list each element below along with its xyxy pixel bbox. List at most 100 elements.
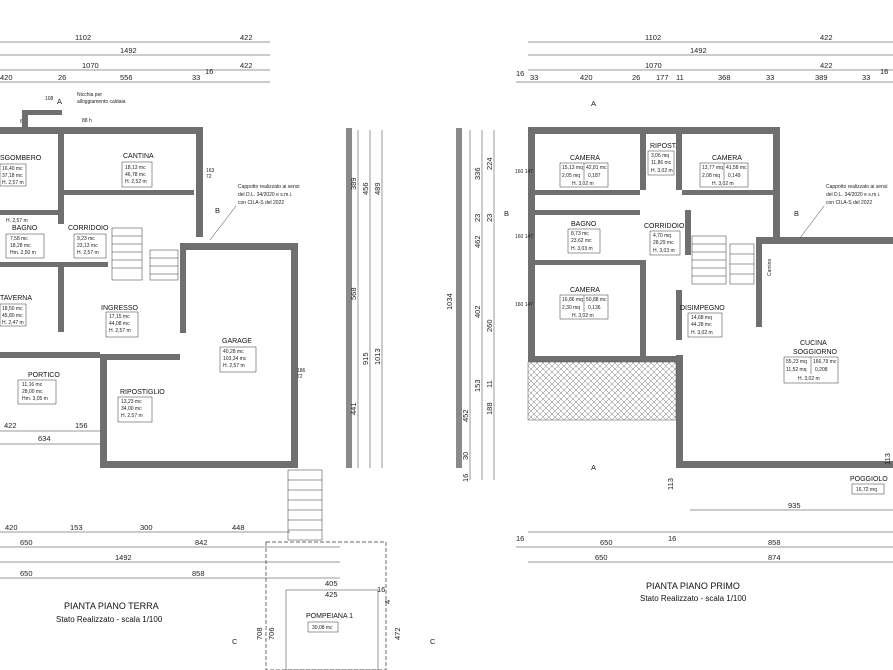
ground-outside-stairs <box>287 469 323 541</box>
room-name: CANTINA <box>123 153 154 160</box>
dim-label: 842 <box>195 538 208 547</box>
room-value: 44,08 mc <box>109 321 130 327</box>
room-bagno: BAGNO 7,58 mc 18,28 mc Hm. 2,50 m H. 2,5… <box>5 218 45 259</box>
room-value: 103,34 mc <box>223 356 247 362</box>
dim-label: 650 <box>20 538 33 547</box>
room-value: H. 3,02 m <box>798 376 820 382</box>
dim-label: 4 <box>383 600 392 604</box>
room-value: 28,00 mc <box>22 389 43 395</box>
dim-label: 420 <box>580 73 593 82</box>
room-value: 0,136 <box>588 305 601 311</box>
room-value: H. 2,52 m <box>125 179 147 185</box>
dim-label: 16 <box>461 474 470 482</box>
room-value: H. 3,02 m <box>651 168 673 174</box>
room-value: 34,00 mc <box>121 406 142 412</box>
room-value: 15,13 mq <box>562 165 583 171</box>
dim-label: 708 <box>255 627 264 640</box>
dim-label: 113 <box>883 453 892 465</box>
room-value: 18,13 mc <box>125 165 146 171</box>
first-floor-subtitle: Stato Realizzato - scala 1/100 <box>640 594 747 603</box>
room-garage: GARAGE 40,28 mc 103,34 mc H. 2,57 m <box>219 338 257 373</box>
dim-label: 33 <box>530 73 538 82</box>
room-value: 0,149 <box>728 173 741 179</box>
ground-stairs <box>111 227 179 281</box>
dim-label: 422 <box>820 33 833 42</box>
dim-label: 33 <box>192 73 200 82</box>
room-value: 46,78 mc <box>125 172 146 178</box>
dim-label: 1492 <box>690 46 707 55</box>
note-line: Cappotto realizzato ai sensi <box>826 184 887 190</box>
first-floor-plan: 1102 422 1492 1070 422 16 33 420 26 177 … <box>445 33 893 603</box>
opening-label: 163 <box>206 168 215 174</box>
dim-label: 389 <box>815 73 828 82</box>
dim-label: 33 <box>766 73 774 82</box>
dim-label: 472 <box>393 627 402 640</box>
dim-label: 336 <box>473 167 482 180</box>
room-value: 18,50 mc <box>2 306 23 312</box>
window-dim: 160 147 <box>515 234 533 240</box>
room-value: 13,23 mc <box>121 399 142 405</box>
dim-label: 16 <box>880 67 888 76</box>
room-value: 14,68 mq <box>691 315 712 321</box>
room-value: 7,58 mc <box>10 236 28 242</box>
room-pompeiana: POMPEIANA 1 30,08 mc 405 425 16 708 706 … <box>255 541 402 670</box>
room-value: 40,28 mc <box>223 349 244 355</box>
dim-label: 441 <box>349 402 358 415</box>
section-marker: B <box>504 209 509 218</box>
dim-label: 156 <box>75 421 88 430</box>
room-value: 2,05 mq <box>562 173 580 179</box>
window-dim: 160 147 <box>515 302 533 308</box>
room-value: 23,62 mc <box>571 238 592 244</box>
room-value: 2,08 mq <box>702 173 720 179</box>
room-value: H. 3,03 m <box>571 246 593 252</box>
room-value: 11,86 mc <box>651 160 672 166</box>
note-line: del D.L. 34/2020 e s.m.i. <box>826 192 880 198</box>
room-value: H. 2,57 m <box>121 413 143 419</box>
ground-top-dimensions: 1102 422 1492 1070 422 420 26 556 33 16 <box>0 33 270 83</box>
room-name: CORRIDOIO <box>68 225 109 232</box>
dim-label: 153 <box>473 379 482 392</box>
room-value: H. 2,57 m <box>109 328 131 334</box>
section-marker: A <box>591 99 596 108</box>
niche-note: Nicchia per <box>77 92 102 98</box>
room-value: 16,40 mc <box>2 166 23 172</box>
ground-floor-plan: 1102 422 1492 1070 422 420 26 556 33 16 … <box>0 33 436 670</box>
room-name: SGOMBERO <box>0 155 42 162</box>
section-marker: A <box>591 463 596 472</box>
opening-label: 186 <box>297 368 306 374</box>
dim-label: 1034 <box>445 293 454 310</box>
note-line: Cappotto realizzato ai sensi <box>238 184 299 190</box>
room-value: 16,72 mq <box>856 487 877 493</box>
dim-label: 1492 <box>120 46 137 55</box>
dim-label: 1102 <box>645 33 661 42</box>
dim-label: 16 <box>205 67 213 76</box>
section-marker: B <box>794 209 799 218</box>
room-value: 166,79 mc <box>813 359 837 365</box>
room-name: PORTICO <box>28 372 60 379</box>
note-line: del D.L. 34/2020 e s.m.i. <box>238 192 292 198</box>
dim-label: 30 <box>461 452 470 460</box>
dim-label: 300 <box>140 523 153 532</box>
dim-label: 456 <box>361 182 370 195</box>
dim-label: 177 <box>656 73 669 82</box>
dim-label: 915 <box>361 352 370 365</box>
dim-label: 1102 <box>75 33 91 42</box>
room-name: RIPOSTIGLIO <box>120 389 165 396</box>
stair-label: Camino <box>767 259 773 276</box>
room-name: BAGNO <box>12 225 38 232</box>
ground-walls <box>0 110 298 468</box>
room-name: POMPEIANA 1 <box>306 613 353 620</box>
dim-label: 422 <box>820 61 833 70</box>
room-value: H. 2,47 m <box>2 320 24 326</box>
room-name: CAMERA <box>570 155 600 162</box>
dim-label: 260 <box>485 319 494 332</box>
section-marker: C <box>430 637 436 646</box>
ground-bottom-dimensions: 420 153 300 448 650 842 1492 650 858 <box>0 523 340 579</box>
dim-label: 153 <box>70 523 83 532</box>
room-name: GARAGE <box>222 338 252 345</box>
room-value: H. 2,57 m <box>77 250 99 256</box>
dim-label: 1013 <box>373 348 382 365</box>
dim-label: 23 <box>473 214 482 222</box>
room-value: 41,58 mc <box>726 165 747 171</box>
section-marker: A <box>57 97 62 106</box>
